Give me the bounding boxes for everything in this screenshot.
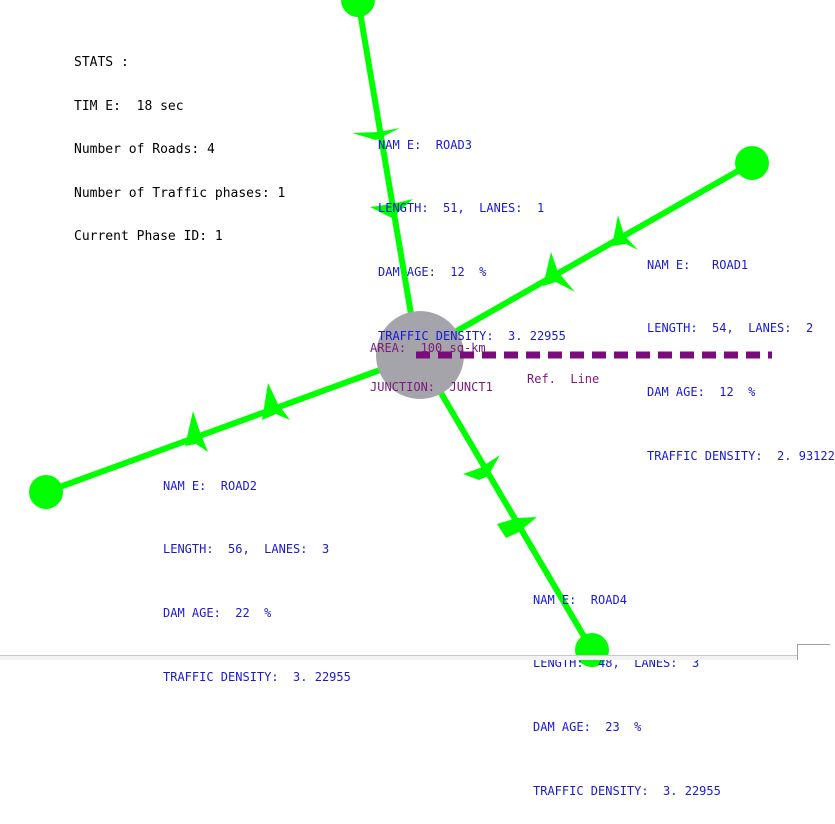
road2-length-lanes: LENGTH: 56, LANES: 3 (163, 542, 330, 557)
road1-marker-2 (543, 252, 575, 292)
stats-phase-count: Number of Traffic phases: 1 (74, 185, 286, 201)
road3-end-node (341, 0, 375, 17)
road1-line (445, 160, 755, 339)
stats-road-count: Number of Roads: 4 (74, 142, 215, 157)
window-bottom-edge (0, 655, 829, 660)
stats-phase-id: Current Phase ID: 1 (74, 229, 223, 244)
road3-info: NAM E: ROAD3 LENGTH: 51, LANES: 1 DAM AG… (378, 92, 566, 369)
road3-density: TRAFFIC DENSITY: 3. 22955 (378, 329, 566, 344)
road2-line (43, 367, 383, 495)
road1-end-node (735, 146, 769, 180)
reference-line-label: Ref. Line (527, 372, 600, 386)
road4-info: NAM E: ROAD4 LENGTH: 48, LANES: 3 DAM AG… (533, 547, 721, 824)
road3-line (355, 0, 415, 323)
road4-density: TRAFFIC DENSITY: 3. 22955 (533, 784, 721, 799)
road4-marker-1 (463, 455, 500, 480)
road4-marker-2 (497, 517, 537, 538)
road1-length-lanes: LENGTH: 54, LANES: 2 (647, 321, 814, 336)
stats-header: STATS : (74, 55, 129, 70)
stats-time: TIM E: 18 sec (74, 98, 184, 114)
road2-name: NAM E: ROAD2 (163, 478, 257, 493)
road2-density: TRAFFIC DENSITY: 3. 22955 (163, 670, 351, 685)
direction-markers (185, 128, 638, 538)
road3-name: NAM E: ROAD3 (378, 137, 472, 152)
road1-name: NAM E: ROAD1 (647, 257, 749, 272)
road4-damage: DAM AGE: 23 % (533, 720, 642, 735)
window-corner-box (797, 644, 830, 660)
road2-info: NAM E: ROAD2 LENGTH: 56, LANES: 3 DAM AG… (163, 433, 351, 710)
road1-marker-1 (612, 215, 638, 250)
road3-marker-2 (370, 199, 413, 218)
road3-marker-1 (352, 128, 400, 140)
road2-marker-1 (262, 383, 290, 420)
road1-damage: DAM AGE: 12 % (647, 385, 756, 400)
road1-info: NAM E: ROAD1 LENGTH: 54, LANES: 2 DAM AG… (647, 212, 835, 489)
road2-marker-2 (185, 411, 208, 452)
junction-info: AREA: 100 sq-km JUNCTION: JUNCT1 (370, 316, 493, 407)
road4-name: NAM E: ROAD4 (533, 592, 627, 607)
road1-density: TRAFFIC DENSITY: 2. 93122 (647, 449, 835, 464)
stats-panel: STATS : TIM E: 18 sec Number of Roads: 4… (74, 27, 285, 259)
junction-area: AREA: 100 sq-km (370, 341, 486, 355)
junction-name: JUNCTION: JUNCT1 (370, 380, 493, 394)
road2-end-node (29, 475, 63, 509)
road3-length-lanes: LENGTH: 51, LANES: 1 (378, 201, 545, 216)
road3-damage: DAM AGE: 12 % (378, 265, 487, 280)
road2-damage: DAM AGE: 22 % (163, 606, 272, 621)
